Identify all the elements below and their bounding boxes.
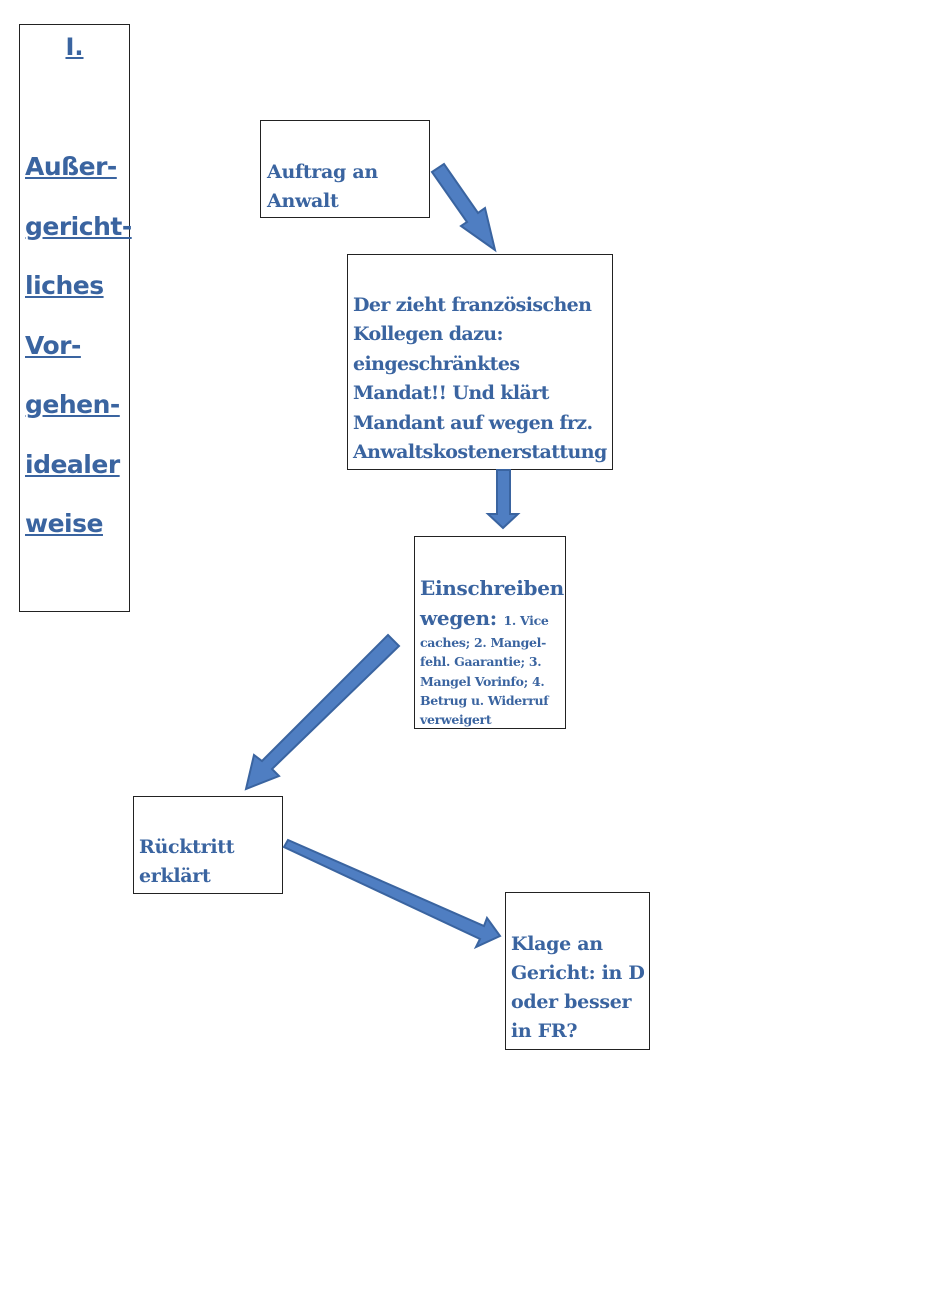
step-klage-box: Klage an Gericht: in D oder besser in FR…: [505, 892, 650, 1050]
text-line: Gericht: in D: [511, 962, 645, 984]
text-line: oder besser: [511, 991, 632, 1013]
text-line: erklärt: [139, 865, 211, 887]
step-auftrag-box: Auftrag an Anwalt: [260, 120, 430, 218]
arrow-icon: [282, 838, 502, 950]
text-line: Anwalt: [267, 190, 339, 212]
step-auftrag-text: Auftrag an Anwalt: [267, 158, 378, 216]
section-title: Außer- gericht- liches Vor- gehen- ideal…: [20, 137, 132, 554]
section-title-word: gericht-: [25, 211, 132, 241]
text-line: eingeschränktes: [353, 352, 520, 375]
arrow-icon: [485, 469, 521, 530]
detail-inline: 1. Vice: [503, 613, 549, 628]
section-title-word: idealer: [25, 449, 120, 479]
step-einschreiben-details: caches; 2. Mangel- fehl. Gaarantie; 3. M…: [420, 633, 565, 729]
step-klage-text: Klage an Gericht: in D oder besser in FR…: [511, 930, 645, 1046]
section-title-word: gehen-: [25, 390, 120, 419]
section-title-word: Außer-: [25, 152, 117, 181]
section-heading-box: I. Außer- gericht- liches Vor- gehen- id…: [19, 24, 132, 612]
text-line: Betrug u. Widerruf: [420, 692, 549, 708]
text-line: caches; 2. Mangel-: [420, 635, 547, 650]
text-line: Auftrag an: [267, 161, 378, 183]
arrow-icon: [430, 162, 497, 253]
heading-word: wegen:: [420, 606, 497, 630]
text-line: Mandant auf wegen frz.: [353, 411, 593, 434]
step-ruecktritt-text: Rücktritt erklärt: [139, 833, 235, 891]
text-line: Klage an: [511, 933, 603, 955]
step-kollegen-text: Der zieht französischen Kollegen dazu: e…: [353, 291, 607, 467]
text-line: Kollegen dazu:: [353, 323, 504, 346]
text-line: Mandat!! Und klärt: [353, 382, 549, 405]
step-einschreiben-heading: Einschreiben wegen: 1. Vice: [420, 573, 564, 633]
section-number: I.: [65, 33, 84, 61]
arrow-icon: [244, 633, 401, 791]
text-line: Rücktritt: [139, 836, 235, 858]
section-title-word: weise: [25, 509, 103, 538]
section-title-word: liches: [25, 271, 104, 300]
text-line: verweigert: [420, 712, 492, 728]
text-line: in FR?: [511, 1020, 578, 1042]
text-line: Anwaltskostenerstattung: [353, 441, 607, 464]
step-ruecktritt-box: Rücktritt erklärt: [133, 796, 283, 894]
text-line: Mangel Vorinfo; 4.: [420, 673, 545, 689]
text-line: Einschreiben: [420, 576, 564, 600]
text-line: wegen: 1. Vice: [420, 603, 564, 633]
step-einschreiben-box: Einschreiben wegen: 1. Vice caches; 2. M…: [414, 536, 566, 729]
step-kollegen-box: Der zieht französischen Kollegen dazu: e…: [347, 254, 613, 470]
text-line: Der zieht französischen: [353, 294, 592, 316]
text-line: fehl. Gaarantie; 3.: [420, 654, 542, 670]
section-title-word: Vor-: [25, 330, 81, 360]
